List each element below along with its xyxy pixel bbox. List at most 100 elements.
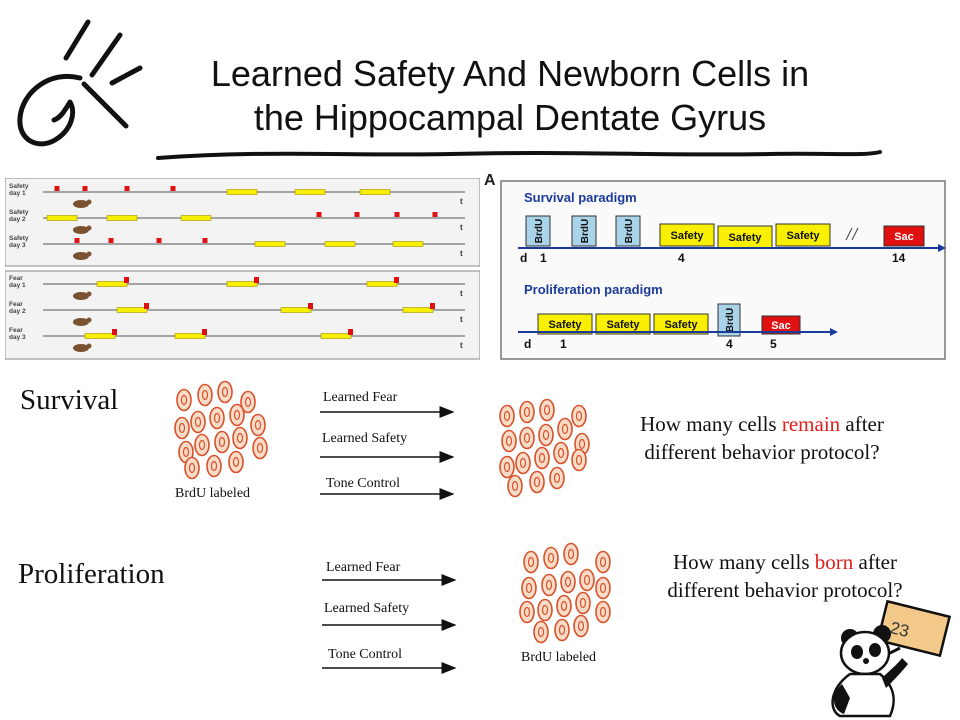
lane-label: Safety (9, 209, 29, 216)
tone-bar (174, 333, 206, 339)
cell-oval (529, 470, 545, 494)
paradigm-box-label: BrdU (725, 308, 736, 332)
cell-nucleus (182, 446, 190, 458)
paradigm-box (615, 215, 641, 247)
cell-oval (573, 614, 589, 638)
cell-nucleus (180, 394, 188, 406)
slide-title: Learned Safety And Newborn Cells in the … (150, 52, 870, 140)
survival-paradigm-title: Survival paradigm (524, 190, 637, 205)
cell-nucleus (578, 438, 586, 450)
cell-oval (595, 576, 611, 600)
cell-oval (579, 568, 595, 592)
cell-nucleus (575, 454, 583, 466)
proliferation-arrows (322, 574, 457, 674)
cell-nucleus (575, 410, 583, 422)
shock-marker (394, 212, 400, 217)
shock-marker (54, 186, 60, 191)
cell-nucleus (543, 404, 551, 416)
axis-day-label: 5 (770, 337, 777, 351)
rat-head (86, 291, 92, 297)
lane-label: day 1 (9, 282, 26, 289)
cell-nucleus (178, 422, 186, 434)
axis-day-label: 1 (540, 251, 547, 265)
axis-break (845, 227, 859, 241)
proliferation-cells (519, 542, 611, 644)
cell-oval (543, 546, 559, 570)
paradigm-box (525, 215, 551, 247)
rat-icon (73, 226, 89, 234)
cell-nucleus (541, 604, 549, 616)
cell-oval (575, 591, 591, 615)
cell-nucleus (511, 480, 519, 492)
cell-nucleus (194, 416, 202, 428)
paradigm-box (775, 223, 831, 247)
time-axis-label: t (460, 223, 463, 232)
rat-head (86, 225, 92, 231)
survival-question: How many cells remain after different be… (640, 412, 884, 464)
title-underline (156, 150, 882, 160)
shock-marker (432, 212, 438, 217)
cell-oval (209, 406, 225, 430)
tone-bar (46, 215, 78, 221)
rat-icon (73, 200, 89, 208)
lane-label: day 3 (9, 242, 26, 249)
paradigm-box-label: Safety (664, 319, 698, 331)
tone-bar (226, 189, 258, 195)
rat-icon (73, 252, 89, 260)
time-axis-label: t (460, 249, 463, 258)
shock-marker (170, 186, 176, 191)
cell-oval (229, 403, 245, 427)
lane-label: Fear (9, 275, 23, 282)
paradigm-box (537, 313, 593, 335)
cell-nucleus (599, 582, 607, 594)
time-axis-label: t (460, 315, 463, 324)
rat-head (86, 199, 92, 205)
shock-marker (354, 212, 360, 217)
time-axis-label: t (460, 341, 463, 350)
survival-arrow-label-tone: Tone Control (326, 476, 401, 491)
cell-oval (549, 466, 565, 490)
cell-nucleus (561, 423, 569, 435)
lane-label: Safety (9, 235, 29, 242)
cell-oval (539, 398, 555, 422)
axis-arrowhead (938, 244, 946, 252)
paradigm-box-label: Safety (606, 319, 640, 331)
cell-nucleus (244, 396, 252, 408)
cell-nucleus (523, 432, 531, 444)
rat-head (86, 317, 92, 323)
cell-oval (507, 474, 523, 498)
paradigm-box (571, 215, 597, 247)
cell-oval (519, 426, 535, 450)
cell-oval (232, 426, 248, 450)
axis-arrowhead (830, 328, 838, 336)
tone-bar (402, 307, 434, 313)
tone-bar (392, 241, 424, 247)
proliferation-highlight: born (814, 550, 854, 574)
cell-nucleus (537, 626, 545, 638)
shock-marker (156, 238, 162, 243)
paradigm-box-label: Safety (786, 230, 820, 242)
cell-nucleus (218, 436, 226, 448)
cell-oval (519, 600, 535, 624)
cell-nucleus (599, 556, 607, 568)
cell-nucleus (583, 574, 591, 586)
paradigm-box (659, 223, 715, 247)
shock-marker (394, 277, 399, 283)
shock-marker (308, 303, 313, 309)
cell-oval (533, 620, 549, 644)
tone-bar (116, 307, 148, 313)
cell-nucleus (525, 582, 533, 594)
paradigm-box (653, 313, 709, 335)
cell-oval (184, 456, 200, 480)
cell-nucleus (221, 386, 229, 398)
rat-head (86, 343, 92, 349)
lane-label: day 1 (9, 190, 26, 197)
survival-arrow-label-safety: Learned Safety (322, 431, 408, 446)
axis-start-label: d (524, 337, 531, 351)
shock-marker (430, 303, 435, 309)
cell-nucleus (579, 597, 587, 609)
panda-mascot (831, 599, 952, 718)
tone-bar (359, 189, 391, 195)
cell-oval (563, 542, 579, 566)
